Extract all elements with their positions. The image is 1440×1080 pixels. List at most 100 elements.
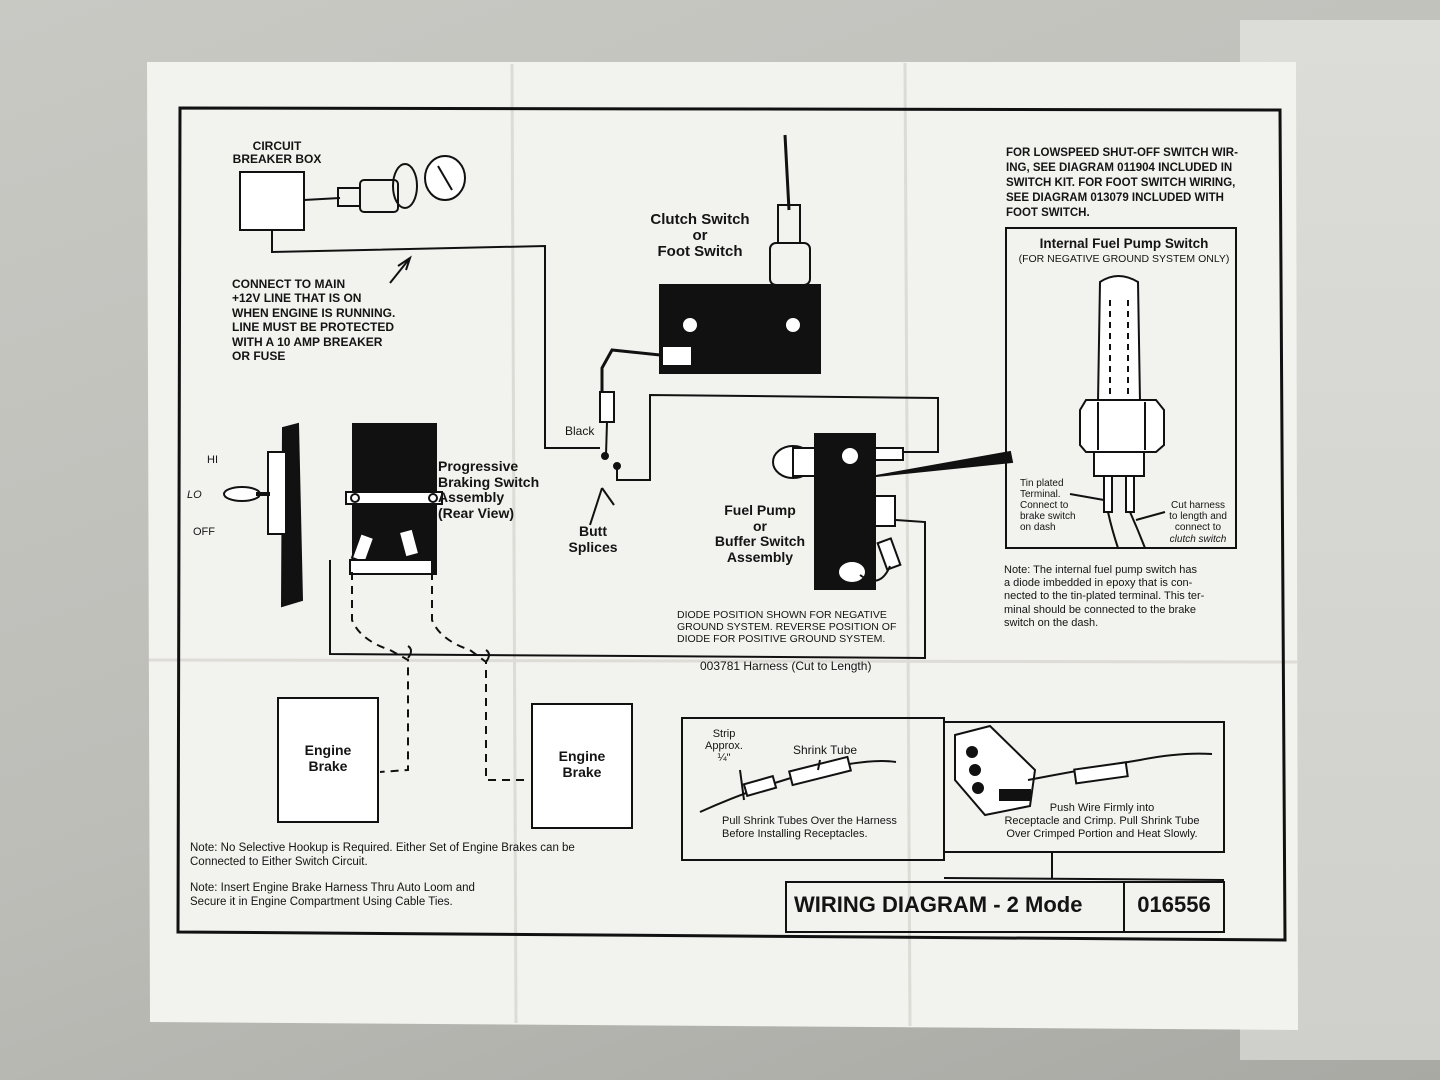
tin-plated-label: Tin plated Terminal. Connect to brake sw… <box>1020 478 1076 533</box>
butt-splice-upper <box>599 391 615 423</box>
wire-crossover-2 <box>485 649 490 663</box>
cut-harness-italic: clutch switch <box>1169 534 1227 545</box>
diagram-number: 016556 <box>1137 892 1211 917</box>
internal-pump-subtitle: (FOR NEGATIVE GROUND SYSTEM ONLY) <box>1018 253 1230 265</box>
progressive-mount-plate <box>345 491 443 505</box>
toggle-lo-label: LO <box>187 489 202 501</box>
inset-callout-wedge <box>875 450 1014 477</box>
strip-label: Strip Approx. ¼" <box>705 728 743 765</box>
pump-plunger-neck <box>792 447 816 477</box>
note-engine-harness: Note: Insert Engine Brake Harness Thru A… <box>190 882 475 908</box>
butt-splices-label: Butt Splices <box>568 523 618 555</box>
power-arrowhead <box>397 255 412 271</box>
pump-terminal-ring <box>839 562 865 582</box>
pump-terminal-2 <box>874 495 896 527</box>
toggle-body <box>267 451 287 535</box>
crimp-tab <box>999 789 1031 801</box>
internal-pump-inset <box>1005 227 1237 549</box>
crimp-hole-1 <box>966 746 978 758</box>
pull-shrink-note: Pull Shrink Tubes Over the Harness Befor… <box>722 815 897 841</box>
dashed-wire-brake-1 <box>351 572 409 773</box>
clutch-lead <box>600 348 661 392</box>
progressive-switch-label: Progressive Braking Switch Assembly (Rea… <box>438 458 540 522</box>
fold-line-left <box>510 63 518 1024</box>
crimp-shrink-tube <box>1073 761 1129 785</box>
strip-bare-end <box>742 774 778 798</box>
inset-bottom-rule <box>943 877 1225 881</box>
tin-plated-arrow <box>1069 493 1105 501</box>
pump-terminal-1 <box>874 447 904 461</box>
splice-dot-1 <box>601 452 609 460</box>
diagram-border <box>176 106 1287 942</box>
breaker-link <box>303 197 341 201</box>
internal-pin-1 <box>1103 475 1113 513</box>
mount-screw-2 <box>428 493 438 503</box>
clutch-plunger <box>783 134 791 211</box>
note-selective-hookup: Note: No Selective Hookup is Required. E… <box>190 842 575 868</box>
strip-callout <box>739 769 745 801</box>
splice-callout-1 <box>589 487 603 526</box>
power-wire <box>271 230 600 449</box>
engine-brake-box-1 <box>277 697 379 823</box>
diode <box>876 537 902 571</box>
splice-callout-2 <box>601 487 615 506</box>
internal-pump-base <box>1093 451 1145 477</box>
internal-lead-1 <box>1107 511 1119 549</box>
circuit-breaker-label: CIRCUIT BREAKER BOX <box>232 139 322 167</box>
toggle-lever-head <box>223 486 261 502</box>
cut-harness-label: Cut harness to length and connect to <box>1169 500 1227 533</box>
power-callout-arrow <box>389 257 411 284</box>
breaker-cap-slot <box>437 165 453 191</box>
progressive-terminal-2 <box>397 527 421 559</box>
harness-return-wire <box>329 519 926 660</box>
title-block <box>785 881 1225 933</box>
fold-line-middle <box>148 658 1298 664</box>
engine-brake-box-2 <box>531 703 633 829</box>
crimp-inset <box>943 721 1225 853</box>
breaker-knob-ring <box>392 163 418 209</box>
dashed-wire-brake-2 <box>431 572 530 781</box>
black-wire-label: Black <box>565 424 595 438</box>
clutch-screw-2 <box>786 318 800 332</box>
mount-screw-1 <box>350 493 360 503</box>
progressive-base <box>349 559 433 575</box>
cut-harness-arrow <box>1135 511 1166 521</box>
connect-main-note: CONNECT TO MAIN +12V LINE THAT IS ON WHE… <box>232 277 396 363</box>
pump-screw-1 <box>842 448 858 464</box>
diode-lead <box>859 565 891 582</box>
harness-label: 003781 Harness (Cut to Length) <box>700 659 872 673</box>
fold-line-right <box>903 62 912 1027</box>
wire-crossover-1 <box>407 645 412 659</box>
splice-lead <box>605 421 608 456</box>
diode-note: DIODE POSITION SHOWN FOR NEGATIVE GROUND… <box>677 609 897 646</box>
toggle-hi-label: HI <box>207 454 218 466</box>
toggle-off-label: OFF <box>193 526 215 538</box>
clutch-screw-1 <box>683 318 697 332</box>
crimp-hole-3 <box>972 782 984 794</box>
lowspeed-note: FOR LOWSPEED SHUT-OFF SWITCH WIR- ING, S… <box>1006 147 1238 219</box>
clutch-wire-b <box>691 353 811 363</box>
fuel-pump-label: Fuel Pump or Buffer Switch Assembly <box>714 502 806 566</box>
internal-pin-2 <box>1125 475 1135 513</box>
clutch-wire-a <box>691 345 813 357</box>
crimp-wire <box>1027 752 1213 781</box>
internal-pump-title: Internal Fuel Pump Switch <box>1039 236 1209 251</box>
internal-lead-2 <box>1129 511 1146 549</box>
clutch-switch-label: Clutch Switch or Foot Switch <box>650 211 750 260</box>
splice-to-pump-wire <box>616 393 939 481</box>
circuit-breaker-box <box>239 171 305 231</box>
internal-pump-hex <box>1079 399 1165 453</box>
breaker-shell <box>359 179 399 213</box>
shrink-tube-label: Shrink Tube <box>793 743 858 757</box>
push-wire-note: Push Wire Firmly into Receptacle and Cri… <box>1004 802 1200 841</box>
diagram-title: WIRING DIAGRAM - 2 Mode <box>794 892 1083 917</box>
internal-pump-shaft <box>1096 275 1142 403</box>
crimp-hole-2 <box>969 764 981 776</box>
internal-pump-note: Note: The internal fuel pump switch has … <box>1004 564 1205 629</box>
clutch-connector <box>661 345 693 367</box>
shrink-callout <box>817 759 821 771</box>
engine-brake-2-label: Engine Brake <box>558 748 606 781</box>
engine-brake-1-label: Engine Brake <box>304 742 352 775</box>
